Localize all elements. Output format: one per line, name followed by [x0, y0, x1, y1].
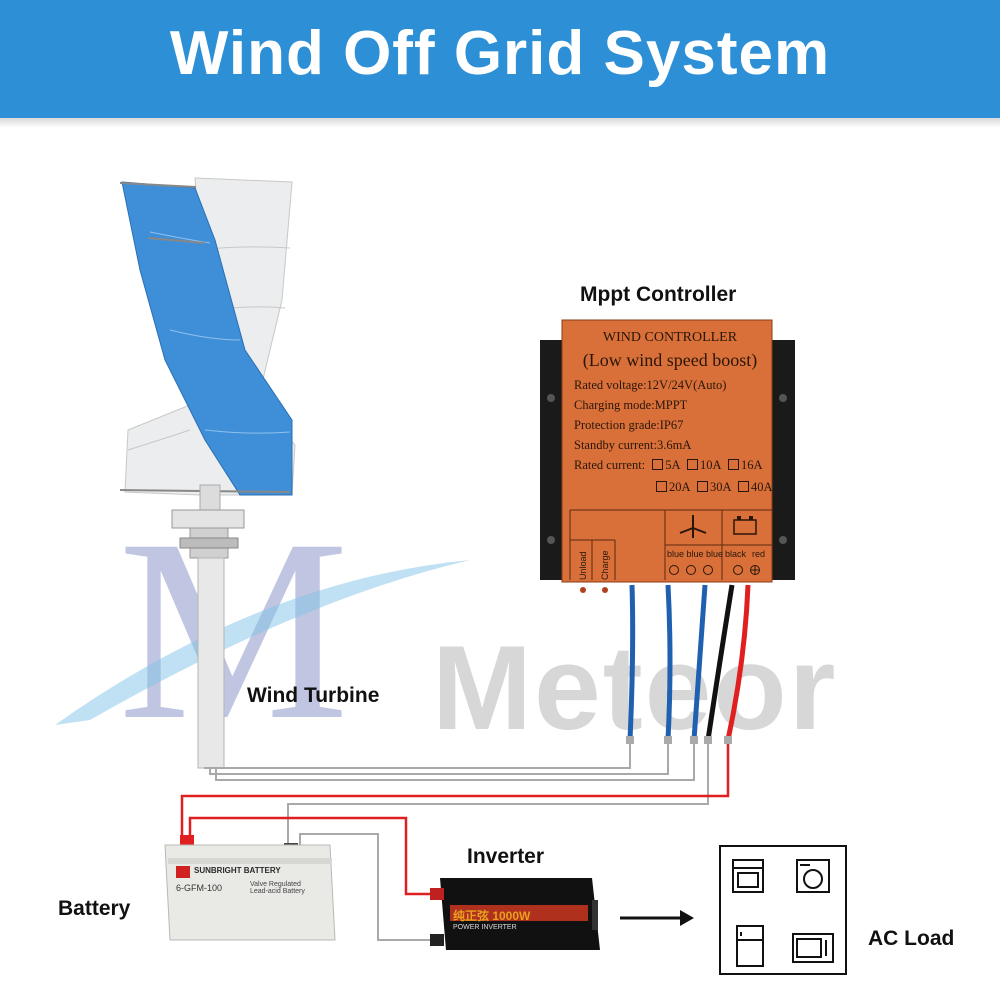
checkbox [687, 459, 698, 470]
inverter-label: Inverter [467, 845, 544, 869]
rated-current-row-2: 20A 30A 40A [652, 480, 772, 495]
turbine-to-controller-lines [204, 744, 694, 780]
battery-brand: SUNBRIGHT BATTERY [194, 866, 281, 875]
controller-panel: WIND CONTROLLER (Low wind speed boost) R… [570, 320, 778, 500]
controller-subtitle: (Low wind speed boost) [570, 350, 770, 371]
ac-load-box [720, 846, 846, 974]
controller-spec-line: Protection grade:IP67 [574, 418, 683, 433]
current-option: 40A [751, 480, 773, 494]
current-option: 16A [741, 458, 763, 472]
black-terminal-label: black [725, 549, 746, 559]
blue-terminal-label: blue blue blue [667, 549, 723, 559]
turbine-label: Wind Turbine [247, 684, 379, 708]
controller-label: Mppt Controller [580, 283, 736, 307]
battery-model: 6-GFM-100 [176, 883, 222, 893]
rated-current-label: Rated current: [574, 458, 645, 472]
current-option: 30A [710, 480, 731, 494]
controller-title: WIND CONTROLLER [570, 330, 770, 346]
charge-label: Charge [600, 550, 610, 580]
rated-current-row: Rated current: 5A 10A 16A [574, 458, 763, 473]
controller-wires [626, 585, 748, 744]
current-option: 10A [700, 458, 721, 472]
controller-spec-line: Standby current:3.6mA [574, 438, 691, 453]
arrow-right-icon [620, 910, 694, 926]
controller-spec-line: Charging mode:MPPT [574, 398, 687, 413]
controller-spec-line: Rated voltage:12V/24V(Auto) [574, 378, 726, 393]
checkbox [656, 481, 667, 492]
current-option: 5A [665, 458, 680, 472]
unload-label: Unload [578, 551, 588, 580]
battery-label: Battery [58, 897, 130, 921]
inverter-brand: 纯正弦 1000W [453, 907, 530, 924]
checkbox [738, 481, 749, 492]
inverter-subtext: POWER INVERTER [453, 924, 517, 931]
ac-load-label: AC Load [868, 927, 954, 951]
current-option: 20A [669, 480, 690, 494]
checkbox [697, 481, 708, 492]
controller-to-battery-positive [182, 744, 728, 842]
battery-note: Valve Regulated Lead-acid Battery [250, 881, 310, 895]
checkbox [728, 459, 739, 470]
red-terminal-label: red [752, 549, 765, 559]
checkbox [652, 459, 663, 470]
